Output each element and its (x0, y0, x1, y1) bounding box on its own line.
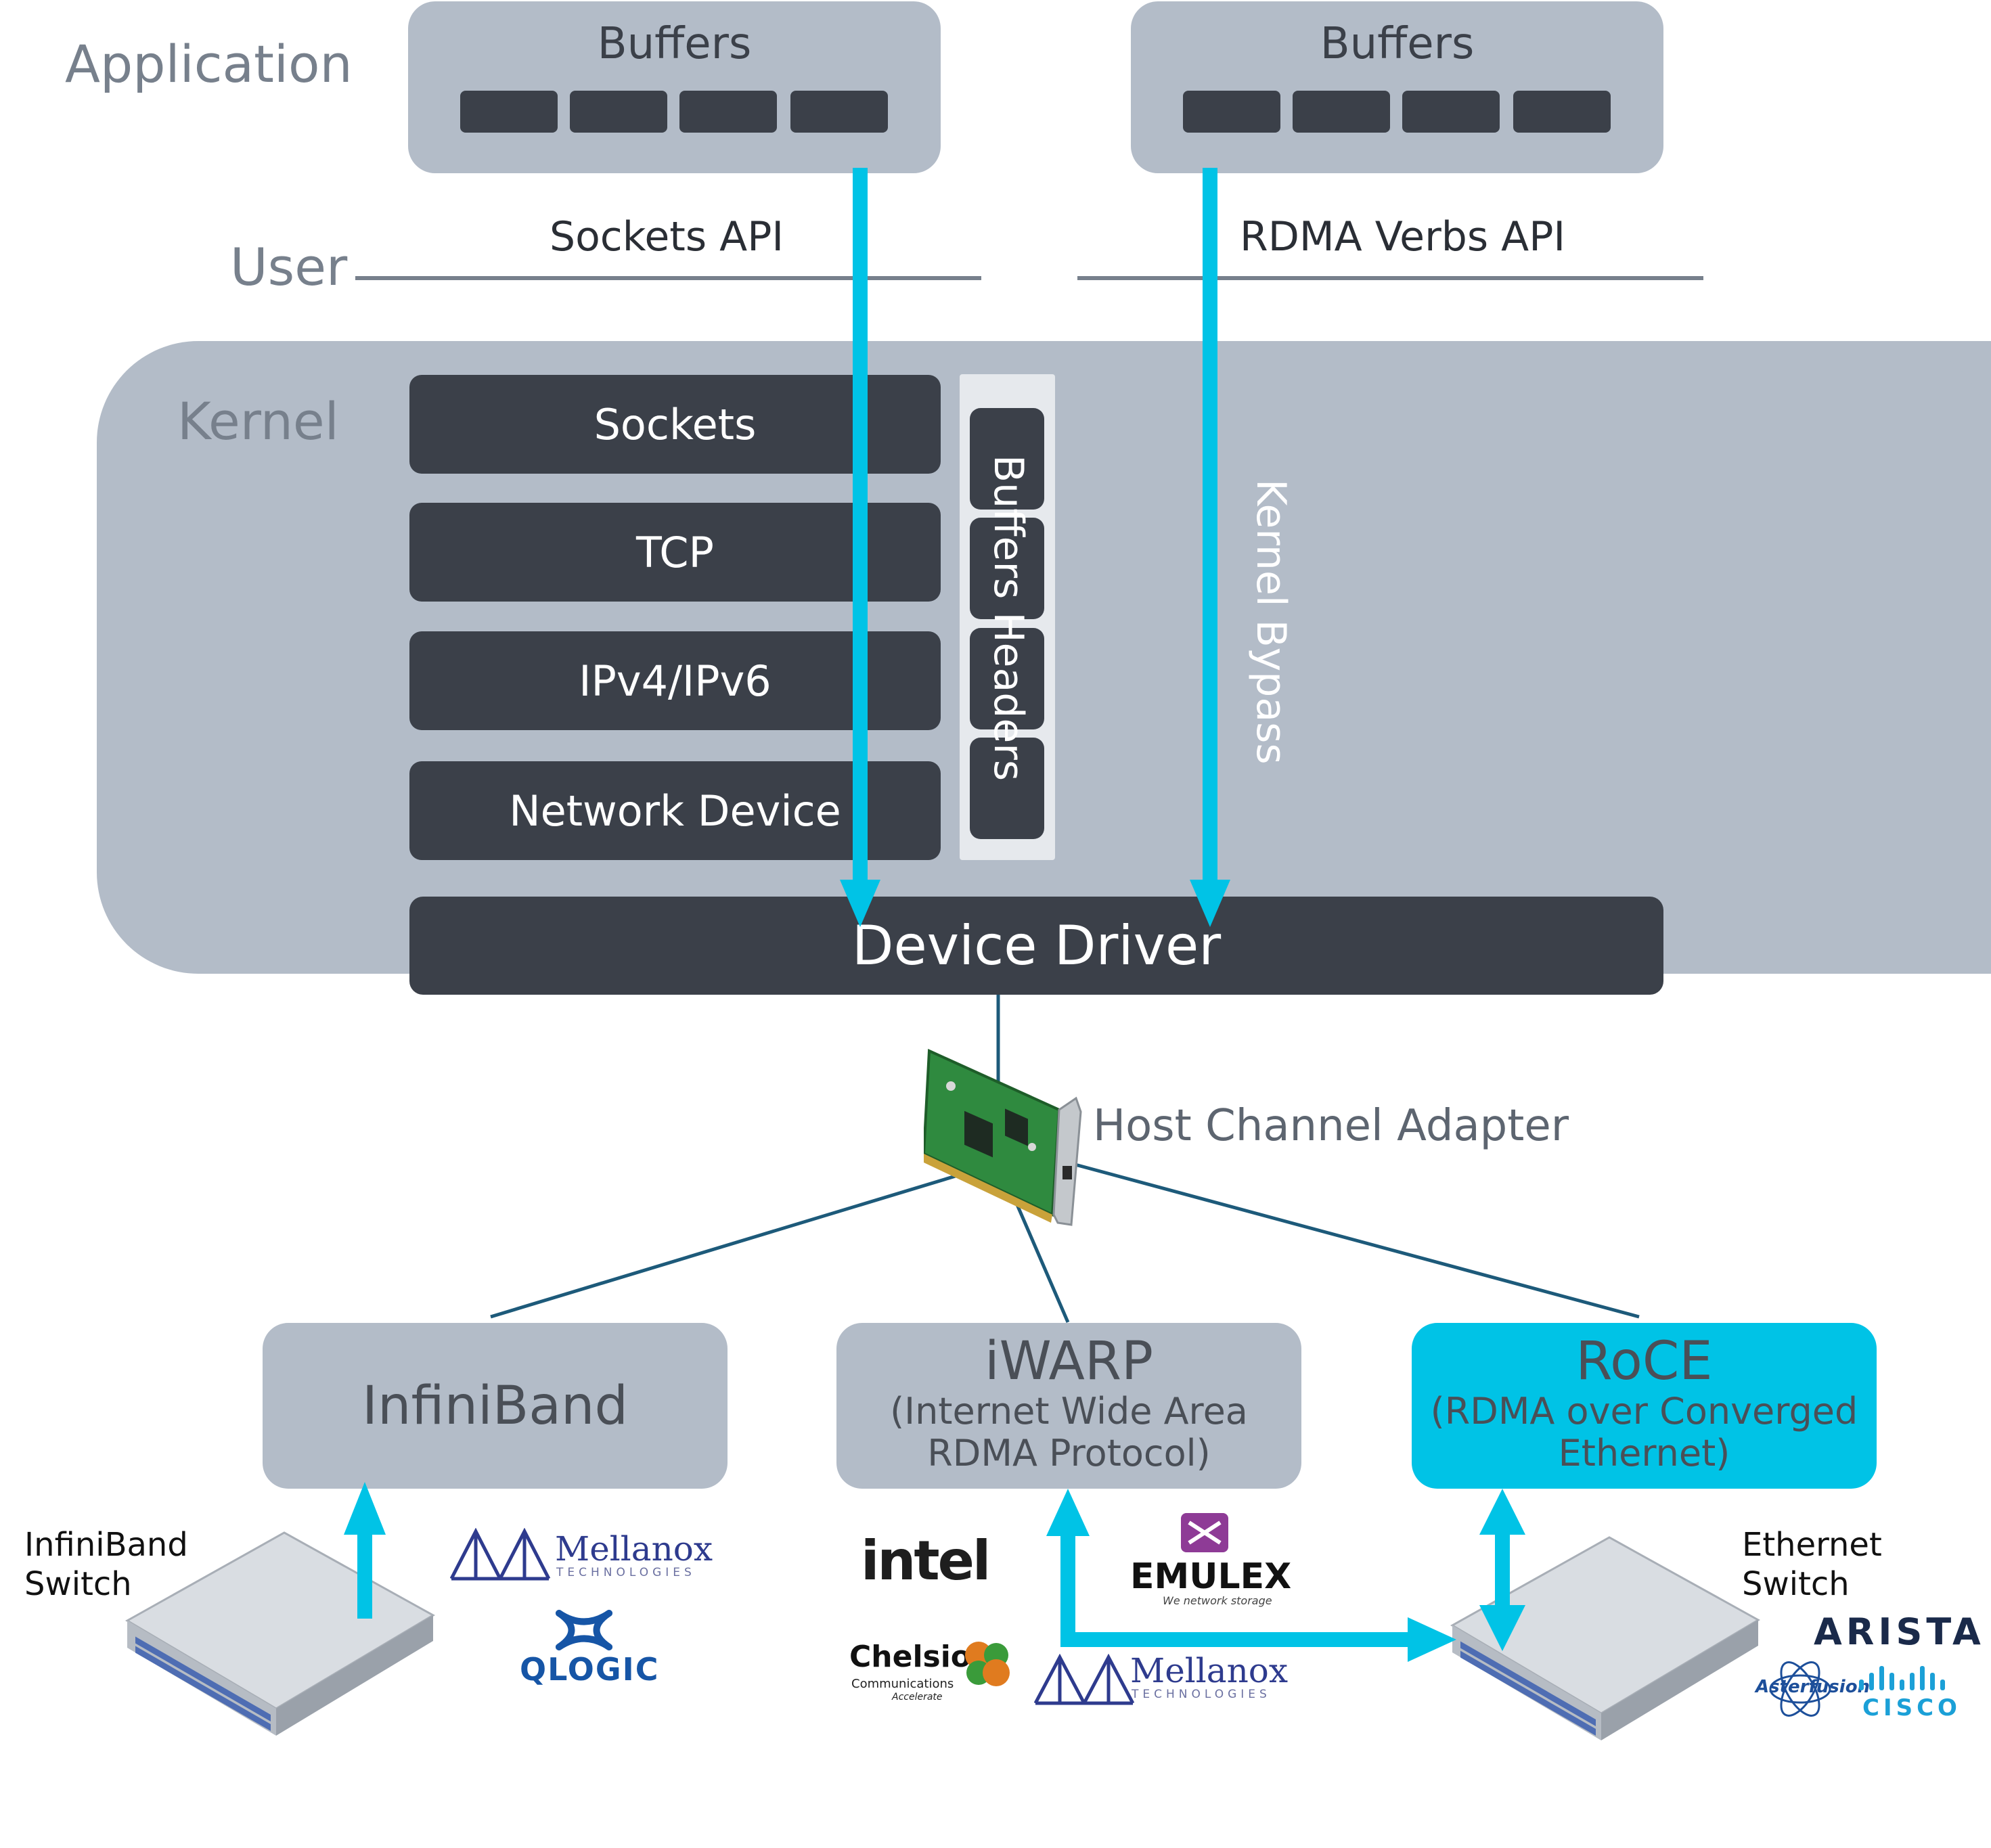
emulex-logo-text: EMULEX (1130, 1556, 1292, 1597)
chelsio-logo-icon (965, 1642, 1010, 1686)
infiniband-switch-label-line: Switch (24, 1565, 132, 1603)
kernel-label: Kernel (177, 391, 339, 451)
iwarp-ethernet-arrow (1046, 1489, 1456, 1662)
ethernet-switch-label-line: Switch (1742, 1565, 1850, 1603)
cisco-logo-icon (1859, 1666, 1945, 1690)
emulex-logo-icon (1181, 1513, 1228, 1552)
kernel-bypass-arrow (1190, 168, 1230, 927)
infiniband-title: InfiniBand (362, 1376, 628, 1437)
buffer-cell (460, 91, 558, 133)
intel-logo-text: intel (861, 1529, 991, 1592)
hca-to-iwarp-link (1008, 1187, 1070, 1323)
iwarp-subtitle-2: RDMA Protocol) (927, 1432, 1211, 1474)
tcp-layer: TCP (409, 503, 941, 602)
ethernet-switch-label-line: Ethernet (1742, 1526, 1882, 1564)
buffers-headers-label: Buffers Headers (985, 455, 1032, 782)
kernel-panel-end (1888, 341, 1991, 974)
iwarp-box: iWARP (Internet Wide Area RDMA Protocol) (836, 1323, 1301, 1489)
roce-subtitle-1: (RDMA over Converged (1430, 1390, 1858, 1433)
buffer-cell (1513, 91, 1611, 133)
buffers-title: Buffers (597, 19, 752, 69)
mellanox-logo-icon (1034, 1654, 1135, 1705)
app-buffers-right: Buffers (1131, 1, 1663, 173)
infiniband-up-arrow (344, 1482, 386, 1619)
infiniband-switch-icon (125, 1531, 436, 1736)
network-device-layer: Network Device (409, 761, 941, 860)
mellanox-logo-text: Mellanox (555, 1529, 713, 1569)
asterfusion-logo-text: Asterfusion (1755, 1677, 1871, 1697)
buffer-cell (570, 91, 667, 133)
ethernet-switch-icon (1450, 1536, 1761, 1740)
cisco-logo-text: CISCO (1862, 1694, 1961, 1721)
app-buffers-left: Buffers (408, 1, 941, 173)
mellanox-logo-subtext: TECHNOLOGIES (556, 1566, 696, 1579)
chelsio-logo-tagline: Accelerate (892, 1692, 943, 1703)
chelsio-logo-text: Chelsio (849, 1640, 972, 1674)
header-cell (970, 628, 1044, 729)
infiniband-box: InfiniBand (263, 1323, 728, 1489)
roce-bidirectional-arrow (1479, 1489, 1525, 1651)
qlogic-logo-icon (556, 1610, 612, 1650)
mellanox-logo-subtext: TECHNOLOGIES (1132, 1688, 1271, 1701)
infiniband-switch-label: InfiniBand Switch (24, 1525, 188, 1604)
hca-to-roce-link (1072, 1162, 1640, 1319)
sockets-api-label: Sockets API (550, 213, 784, 261)
buffer-cell (1183, 91, 1280, 133)
buffer-cell (1402, 91, 1500, 133)
kernel-bypass-label: Kernel Bypass (1247, 479, 1295, 765)
chelsio-logo-subtext: Communications (851, 1677, 954, 1691)
application-label: Application (65, 34, 353, 94)
qlogic-logo-text: QLOGIC (520, 1651, 660, 1688)
hca-to-infiniband-link (490, 1167, 979, 1319)
buffer-cell (790, 91, 888, 133)
roce-box: RoCE (RDMA over Converged Ethernet) (1412, 1323, 1877, 1489)
infiniband-switch-label-line: InfiniBand (24, 1526, 188, 1564)
buffer-cell (679, 91, 777, 133)
user-label: User (230, 237, 348, 297)
header-cell (970, 408, 1044, 510)
device-driver-layer: Device Driver (409, 897, 1663, 995)
roce-subtitle-2: Ethernet) (1558, 1432, 1730, 1474)
arista-logo-text: ARISTA (1814, 1610, 1985, 1653)
emulex-logo-subtext: We network storage (1163, 1594, 1272, 1607)
asterfusion-logo-icon (1769, 1661, 1831, 1717)
hca-label: Host Channel Adapter (1093, 1101, 1569, 1151)
rdma-verbs-api-label: RDMA Verbs API (1240, 213, 1566, 261)
buffers-title: Buffers (1320, 19, 1475, 69)
roce-title: RoCE (1575, 1331, 1713, 1392)
ip-layer: IPv4/IPv6 (409, 631, 941, 730)
header-cell (970, 738, 1044, 839)
network-card-icon (924, 1048, 1082, 1226)
sockets-path-arrow (840, 168, 880, 927)
sockets-layer: Sockets (409, 375, 941, 474)
mellanox-logo-text: Mellanox (1130, 1651, 1289, 1690)
mellanox-logo-icon (450, 1528, 551, 1581)
iwarp-subtitle-1: (Internet Wide Area (890, 1390, 1248, 1433)
iwarp-title: iWARP (984, 1331, 1154, 1392)
ethernet-switch-label: Ethernet Switch (1742, 1525, 1882, 1604)
header-cell (970, 518, 1044, 619)
buffer-cell (1293, 91, 1390, 133)
